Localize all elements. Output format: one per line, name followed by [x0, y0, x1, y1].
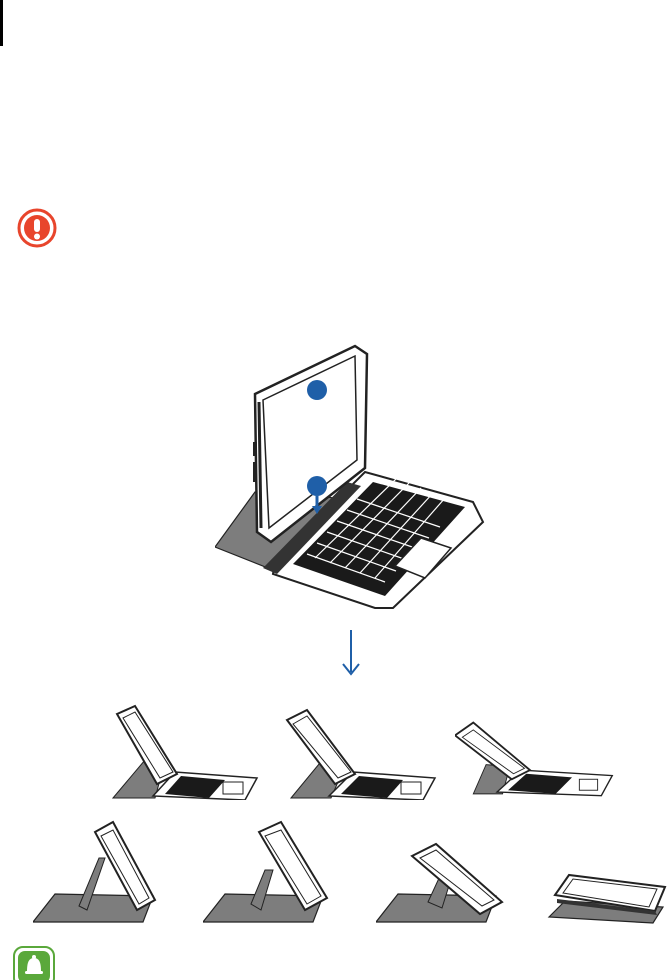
page-edge-marker: [0, 0, 3, 46]
typing-position-2: [283, 700, 443, 800]
stand-position-1: [33, 818, 163, 928]
caution-icon: [17, 208, 57, 248]
main-illustration: [215, 342, 490, 610]
stand-position-3: [376, 818, 506, 928]
arrow-down-icon: [340, 630, 362, 678]
typing-position-3: [455, 700, 615, 800]
typing-position-1: [105, 700, 265, 800]
notice-bell-icon: [13, 946, 55, 980]
stand-position-2: [203, 818, 333, 928]
flat-position: [547, 855, 667, 925]
